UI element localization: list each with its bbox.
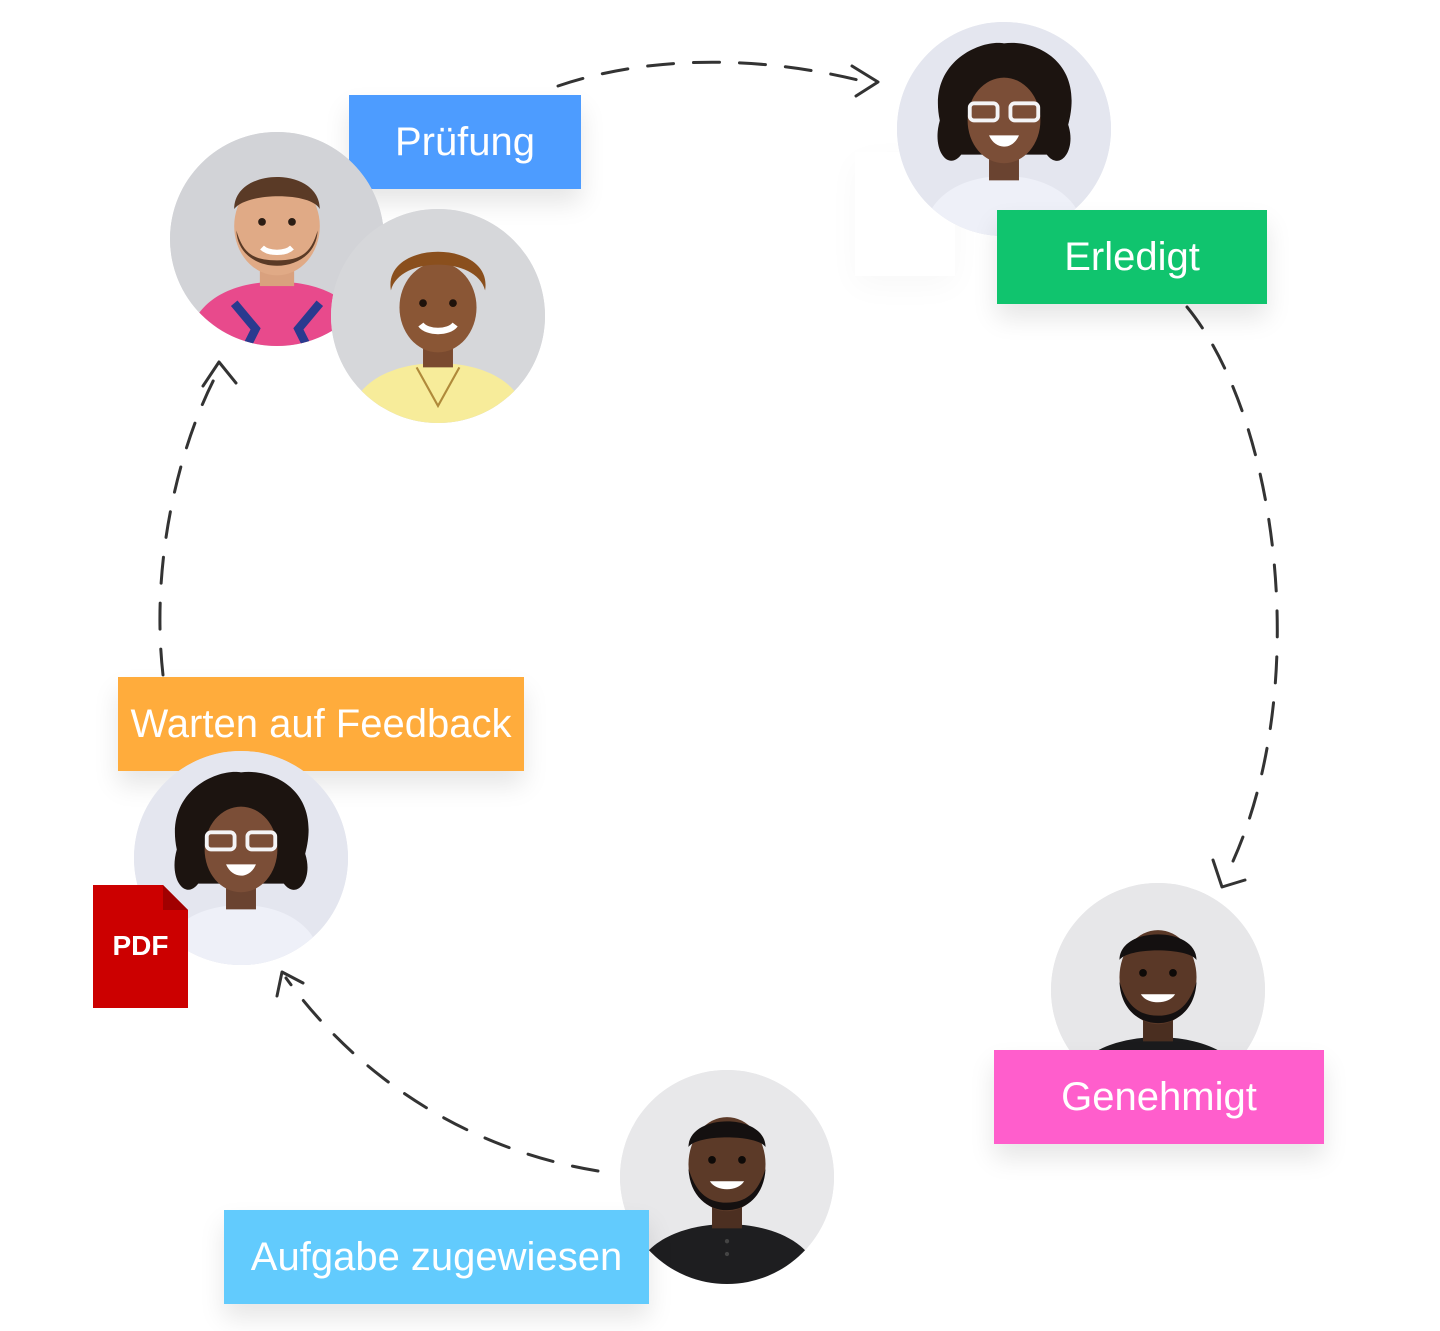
avatar-bearded-man-black-henley	[620, 1070, 834, 1284]
arrow-erledigt-to-genehmigt	[1185, 305, 1279, 880]
stage-label-aufgabe-zugewiesen: Aufgabe zugewiesen	[224, 1210, 649, 1304]
avatar-woman-glasses-feedback	[134, 751, 348, 965]
pdf-file-icon: PDF	[93, 885, 188, 1008]
arrowhead-erledigt-to-genehmigt	[1211, 858, 1247, 889]
stage-label-pruefung: Prüfung	[349, 95, 581, 189]
avatar-woman-yellow-shirt	[331, 209, 545, 423]
arrow-pruefung-to-erledigt	[556, 60, 868, 88]
arrowhead-aufgabe-to-warten	[275, 970, 305, 998]
pdf-label: PDF	[112, 930, 169, 961]
arrow-warten-to-pruefung	[158, 366, 222, 677]
stage-label-genehmigt: Genehmigt	[994, 1050, 1324, 1144]
arrowhead-warten-to-pruefung	[201, 360, 238, 388]
stage-label-erledigt: Erledigt	[997, 210, 1267, 304]
arrow-aufgabe-to-warten	[284, 976, 600, 1173]
arrowhead-pruefung-to-erledigt	[850, 64, 880, 98]
stage-label-warten-auf-feedback: Warten auf Feedback	[118, 677, 524, 771]
avatar-woman-glasses	[897, 22, 1111, 236]
